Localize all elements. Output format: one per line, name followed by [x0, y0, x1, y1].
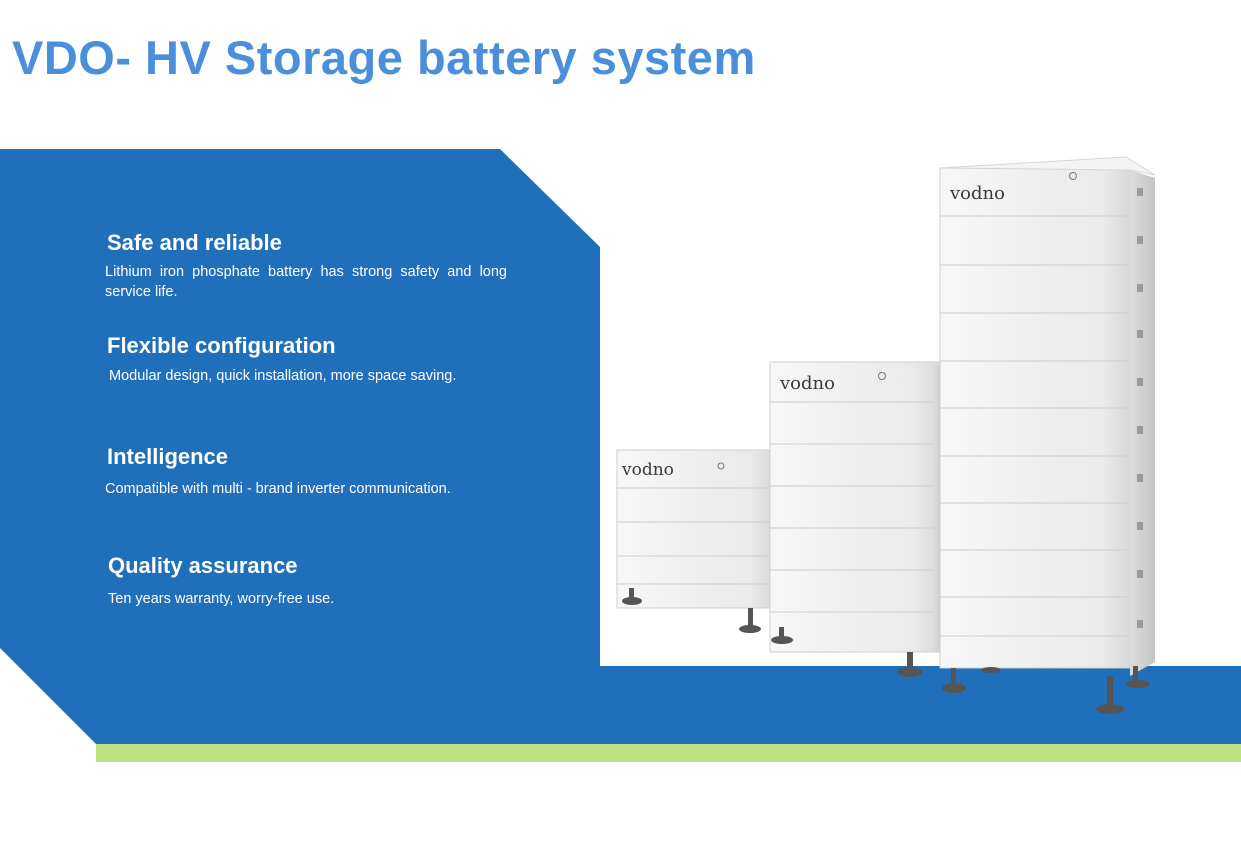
blue-panel — [0, 149, 1241, 744]
support-feet — [942, 666, 1150, 714]
power-button-icon — [1069, 172, 1077, 180]
feature-text: Ten years warranty, worry-free use. — [108, 591, 335, 607]
support-feet — [771, 627, 923, 677]
feature-heading: Quality assurance — [108, 553, 298, 578]
feature-heading: Safe and reliable — [107, 230, 282, 255]
brand-logo-large: vodno — [949, 183, 1005, 204]
green-accent-strip — [96, 744, 1241, 762]
feature-quality-assurance: Quality assurance Ten years warranty, wo… — [108, 553, 528, 609]
battery-unit-small: vodno — [616, 449, 778, 633]
module-dividers — [770, 401, 934, 613]
support-feet — [622, 588, 761, 633]
feature-intelligence: Intelligence Compatible with multi - bra… — [105, 444, 527, 499]
brand-logo-medium: vodno — [779, 373, 835, 394]
power-button-icon — [717, 462, 725, 470]
brand-logo-small: vodno — [621, 460, 674, 480]
feature-text: Compatible with multi - brand inverter c… — [105, 481, 451, 497]
feature-heading: Flexible configuration — [107, 333, 336, 358]
side-handles — [1137, 188, 1143, 628]
module-dividers — [940, 215, 1130, 637]
feature-flexible-configuration: Flexible configuration Modular design, q… — [107, 333, 527, 386]
battery-unit-large: vodno — [939, 156, 1156, 714]
battery-unit-medium: vodno — [769, 361, 944, 677]
page-title: VDO- HV Storage battery system — [12, 31, 756, 84]
feature-safe-reliable: Safe and reliable Lithium iron phosphate… — [105, 230, 507, 302]
power-button-icon — [878, 372, 886, 380]
feature-text: Modular design, quick installation, more… — [109, 368, 457, 384]
feature-heading: Intelligence — [107, 444, 229, 469]
feature-text: Lithium iron phosphate battery has stron… — [105, 264, 507, 300]
module-dividers — [617, 487, 773, 585]
